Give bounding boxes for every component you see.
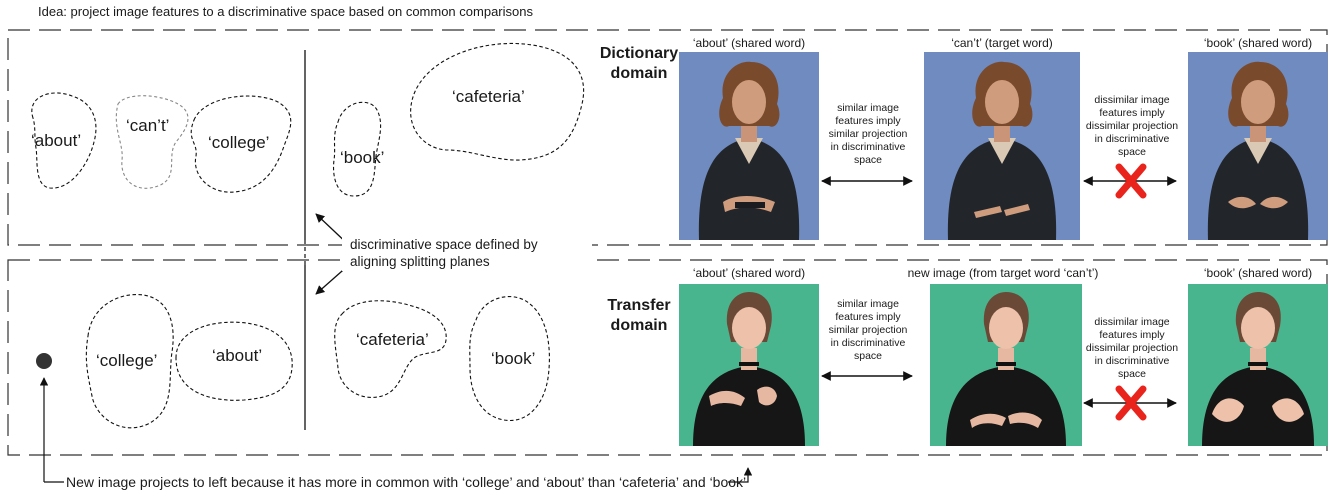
bottom-caption: New image projects to left because it ha… <box>66 474 747 490</box>
dictionary-dissimilar-note: dissimilar image features imply dissimil… <box>1084 94 1180 159</box>
dictionary-title-line-2: domain <box>610 65 668 82</box>
transfer-blob-cafeteria <box>334 300 447 398</box>
note-line: features imply <box>1099 329 1165 341</box>
transfer-title-line-1: Transfer <box>607 297 671 314</box>
transfer-blob-college <box>85 294 174 429</box>
note-line: features imply <box>835 115 901 127</box>
transfer-cluster-label-book: ‘book’ <box>491 349 536 368</box>
splitting-plane-note-line-1: discriminative space defined by <box>350 237 538 252</box>
caption-right-hook <box>728 467 753 483</box>
dictionary-cluster-label-book: ‘book’ <box>340 148 385 167</box>
note-line: similar image <box>837 298 899 310</box>
transfer-cluster-label-about: ‘about’ <box>212 346 263 365</box>
dictionary-cluster-label-cafeteria: ‘cafeteria’ <box>452 87 525 106</box>
dictionary-blob-cant <box>115 95 189 189</box>
transfer-domain-title: Transfer domain <box>594 296 684 336</box>
dictionary-blob-book <box>332 101 382 197</box>
note-line: in discriminative <box>830 337 906 349</box>
note-line: dissimilar image <box>1094 94 1170 106</box>
note-line: space <box>1117 368 1147 380</box>
note-line: in discriminative <box>1094 133 1170 145</box>
dictionary-cluster-label-about: ‘about’ <box>31 131 82 150</box>
transfer-cluster-label-college: ‘college’ <box>96 351 158 370</box>
note-line: dissimilar image <box>1094 316 1170 328</box>
dictionary-image-book <box>1188 52 1328 240</box>
splitting-plane-note: discriminative space defined by aligning… <box>350 236 538 270</box>
note-line: in discriminative <box>1094 355 1170 367</box>
transfer-image-new <box>930 284 1082 446</box>
transfer-dissimilar-cross-icon <box>1115 385 1147 421</box>
dictionary-dissimilar-cross-icon <box>1115 163 1147 199</box>
transfer-image-about <box>679 284 819 446</box>
dictionary-caption-book: ‘book’ (shared word) <box>1203 36 1313 50</box>
note-line: in discriminative <box>830 141 906 153</box>
new-image-point <box>36 353 52 369</box>
dictionary-image-about <box>679 52 819 240</box>
transfer-title-line-2: domain <box>610 317 668 334</box>
transfer-cluster-label-cafeteria: ‘cafeteria’ <box>356 330 429 349</box>
transfer-caption-book: ‘book’ (shared word) <box>1203 266 1313 280</box>
note-line: space <box>853 350 883 362</box>
transfer-blob-book <box>469 296 550 422</box>
dictionary-caption-cant: ‘can’t’ (target word) <box>951 36 1053 50</box>
transfer-similar-note: similar image features imply similar pro… <box>822 298 914 363</box>
transfer-dissimilar-note: dissimilar image features imply dissimil… <box>1084 316 1180 381</box>
dictionary-title-line-1: Dictionary <box>599 45 679 62</box>
transfer-caption-about: ‘about’ (shared word) <box>692 266 806 280</box>
dictionary-image-cant <box>924 52 1080 240</box>
note-line: similar projection <box>828 324 908 336</box>
note-line: features imply <box>835 311 901 323</box>
note-line: dissimilar projection <box>1085 120 1179 132</box>
splitting-plane-note-line-2: aligning splitting planes <box>350 254 490 269</box>
dictionary-domain-title: Dictionary domain <box>594 44 684 84</box>
note-line: similar projection <box>828 128 908 140</box>
note-line: similar image <box>837 102 899 114</box>
note-line: features imply <box>1099 107 1165 119</box>
dictionary-similar-note: similar image features imply similar pro… <box>822 102 914 167</box>
note-line: dissimilar projection <box>1085 342 1179 354</box>
dictionary-caption-about: ‘about’ (shared word) <box>692 36 806 50</box>
dictionary-blob-cafeteria <box>410 42 584 161</box>
dictionary-blob-college <box>190 95 292 193</box>
note-line: space <box>853 154 883 166</box>
transfer-image-book <box>1188 284 1328 446</box>
dictionary-cluster-label-college: ‘college’ <box>208 133 270 152</box>
transfer-caption-new-image: new image (from target word ‘can’t’) <box>907 266 1099 280</box>
idea-title: Idea: project image features to a discri… <box>38 4 533 19</box>
note-line: space <box>1117 146 1147 158</box>
dictionary-blob-about <box>31 92 97 189</box>
dictionary-cluster-label-cant: ‘can’t’ <box>126 116 170 135</box>
